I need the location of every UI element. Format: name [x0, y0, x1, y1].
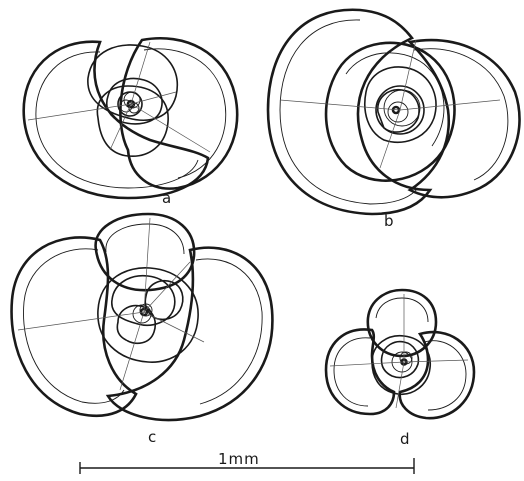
- specimen-c-left-chamber: [10, 236, 138, 418]
- specimen-b-outer-chamber: [266, 8, 433, 216]
- specimen-c-chamber-4: [97, 267, 199, 363]
- specimen-b-chamber-3: [324, 41, 456, 182]
- specimen-c: [10, 212, 274, 422]
- specimen-d-left-chamber-inner: [333, 337, 371, 407]
- panel-label-d: d: [400, 430, 410, 448]
- specimen-b-chamber-3-inner: [345, 52, 445, 147]
- specimen-b-chamber-8: [387, 101, 409, 123]
- specimen-c-chamber-9: [139, 303, 153, 317]
- specimen-c-left-chamber-inner: [23, 248, 125, 404]
- specimen-a-suture-lines: [27, 41, 211, 153]
- specimen-c-suture-lines: [17, 217, 205, 391]
- specimen-d-top-chamber-inner: [375, 297, 429, 323]
- specimen-a-proloculus: [126, 99, 136, 109]
- specimen-b: [266, 8, 521, 216]
- specimen-d-right-chamber: [398, 330, 476, 420]
- specimen-b-suture-lines: [279, 39, 501, 169]
- specimen-a-outer-chamber-inner: [35, 51, 199, 189]
- specimen-b-chamber-4: [364, 66, 437, 143]
- specimen-b-chamber-5: [375, 85, 425, 135]
- specimen-d-top-chamber: [366, 288, 438, 358]
- specimen-a: [22, 37, 239, 200]
- specimen-c-right-chamber-inner: [195, 258, 263, 405]
- specimen-d: [324, 288, 476, 420]
- scale-bar: [79, 458, 415, 474]
- specimen-c-chamber-7: [116, 304, 156, 345]
- specimen-d-right-chamber-inner: [423, 340, 467, 411]
- panel-label-a: a: [162, 189, 172, 207]
- specimen-a-chamber-4: [96, 85, 169, 157]
- specimen-a-chamber-2-inner: [143, 48, 227, 179]
- panel-label-c: c: [148, 428, 157, 446]
- scale-bar-label: 1mm: [218, 450, 260, 468]
- specimen-a-outer-chamber: [22, 40, 210, 200]
- specimen-c-right-chamber: [105, 246, 274, 422]
- specimen-d-chamber-5: [380, 340, 420, 379]
- specimen-d-suture-lines: [329, 294, 469, 409]
- specimen-c-chamber-5: [111, 274, 176, 326]
- specimen-a-chamber-5: [106, 77, 163, 125]
- specimen-c-top-chamber: [94, 212, 196, 292]
- panel-label-b: b: [384, 212, 394, 230]
- specimen-b-right-chamber: [407, 38, 521, 199]
- specimen-b-right-chamber-inner: [413, 48, 509, 181]
- specimen-b-chamber-6: [383, 89, 421, 127]
- specimen-b-chamber-7: [377, 88, 420, 133]
- specimen-d-left-chamber: [324, 328, 396, 416]
- specimen-c-top-chamber-inner: [105, 223, 185, 255]
- specimen-d-chamber-4: [371, 335, 431, 395]
- specimen-b-outer-chamber-inner: [279, 19, 419, 205]
